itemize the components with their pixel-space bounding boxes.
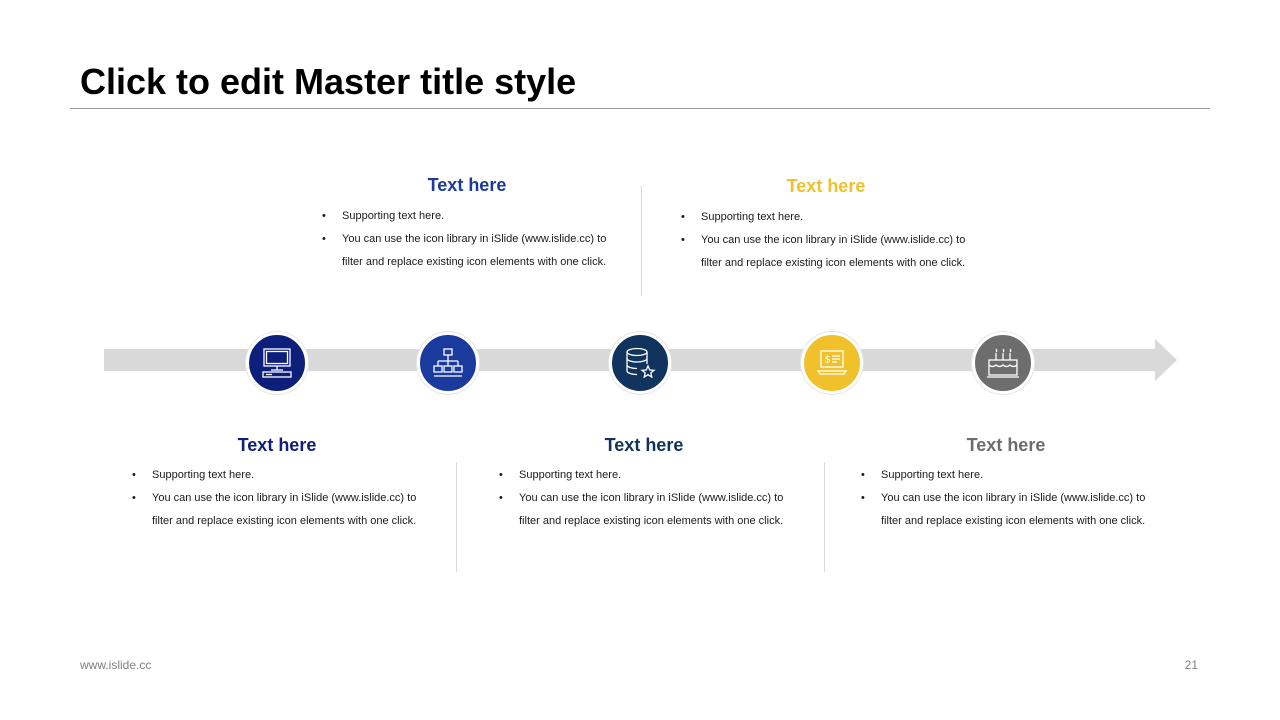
timeline-node-2[interactable] bbox=[417, 332, 479, 394]
column-divider bbox=[824, 462, 825, 572]
bullet-item[interactable]: You can use the icon library in iSlide (… bbox=[681, 229, 971, 275]
bullet-list: Supporting text here. You can use the ic… bbox=[681, 206, 971, 275]
slide-title[interactable]: Click to edit Master title style bbox=[80, 61, 577, 102]
timeline-arrow-head bbox=[1155, 339, 1177, 381]
cake-icon bbox=[987, 348, 1019, 378]
svg-text:$: $ bbox=[825, 355, 831, 366]
bullet-item[interactable]: You can use the icon library in iSlide (… bbox=[132, 487, 422, 533]
bullet-list: Supporting text here. You can use the ic… bbox=[322, 205, 612, 274]
computer-icon bbox=[262, 348, 292, 378]
bullet-item[interactable]: You can use the icon library in iSlide (… bbox=[861, 487, 1151, 533]
column-divider bbox=[456, 462, 457, 572]
footer-website: www.islide.cc bbox=[80, 658, 152, 672]
column-divider bbox=[641, 186, 642, 296]
database-star-icon bbox=[626, 347, 656, 379]
timeline-node-3[interactable] bbox=[609, 332, 671, 394]
title-divider bbox=[70, 108, 1210, 109]
bullet-list: Supporting text here. You can use the ic… bbox=[861, 464, 1151, 533]
timeline-node-1[interactable] bbox=[246, 332, 308, 394]
top-block-1: Text here Supporting text here. You can … bbox=[322, 174, 612, 274]
laptop-dollar-icon: $ bbox=[816, 350, 848, 375]
org-chart-icon bbox=[433, 348, 463, 377]
block-heading[interactable]: Text here bbox=[427, 175, 507, 195]
bullet-list: Supporting text here. You can use the ic… bbox=[499, 464, 789, 533]
bullet-item[interactable]: You can use the icon library in iSlide (… bbox=[499, 487, 789, 533]
timeline-node-5[interactable] bbox=[972, 332, 1034, 394]
bullet-item[interactable]: Supporting text here. bbox=[861, 464, 1151, 487]
page-number: 21 bbox=[1184, 658, 1198, 672]
bullet-item[interactable]: Supporting text here. bbox=[132, 464, 422, 487]
block-heading[interactable]: Text here bbox=[786, 176, 866, 196]
bottom-block-1: Text here Supporting text here. You can … bbox=[132, 434, 422, 533]
bullet-item[interactable]: You can use the icon library in iSlide (… bbox=[322, 228, 612, 274]
bullet-item[interactable]: Supporting text here. bbox=[322, 205, 612, 228]
bullet-item[interactable]: Supporting text here. bbox=[499, 464, 789, 487]
bottom-block-2: Text here Supporting text here. You can … bbox=[499, 434, 789, 533]
block-heading[interactable]: Text here bbox=[966, 435, 1046, 455]
bottom-block-3: Text here Supporting text here. You can … bbox=[861, 434, 1151, 533]
timeline-node-4[interactable]: $ bbox=[801, 332, 863, 394]
bullet-item[interactable]: Supporting text here. bbox=[681, 206, 971, 229]
bullet-list: Supporting text here. You can use the ic… bbox=[132, 464, 422, 533]
block-heading[interactable]: Text here bbox=[237, 435, 317, 455]
top-block-2: Text here Supporting text here. You can … bbox=[681, 175, 971, 275]
block-heading[interactable]: Text here bbox=[604, 435, 684, 455]
